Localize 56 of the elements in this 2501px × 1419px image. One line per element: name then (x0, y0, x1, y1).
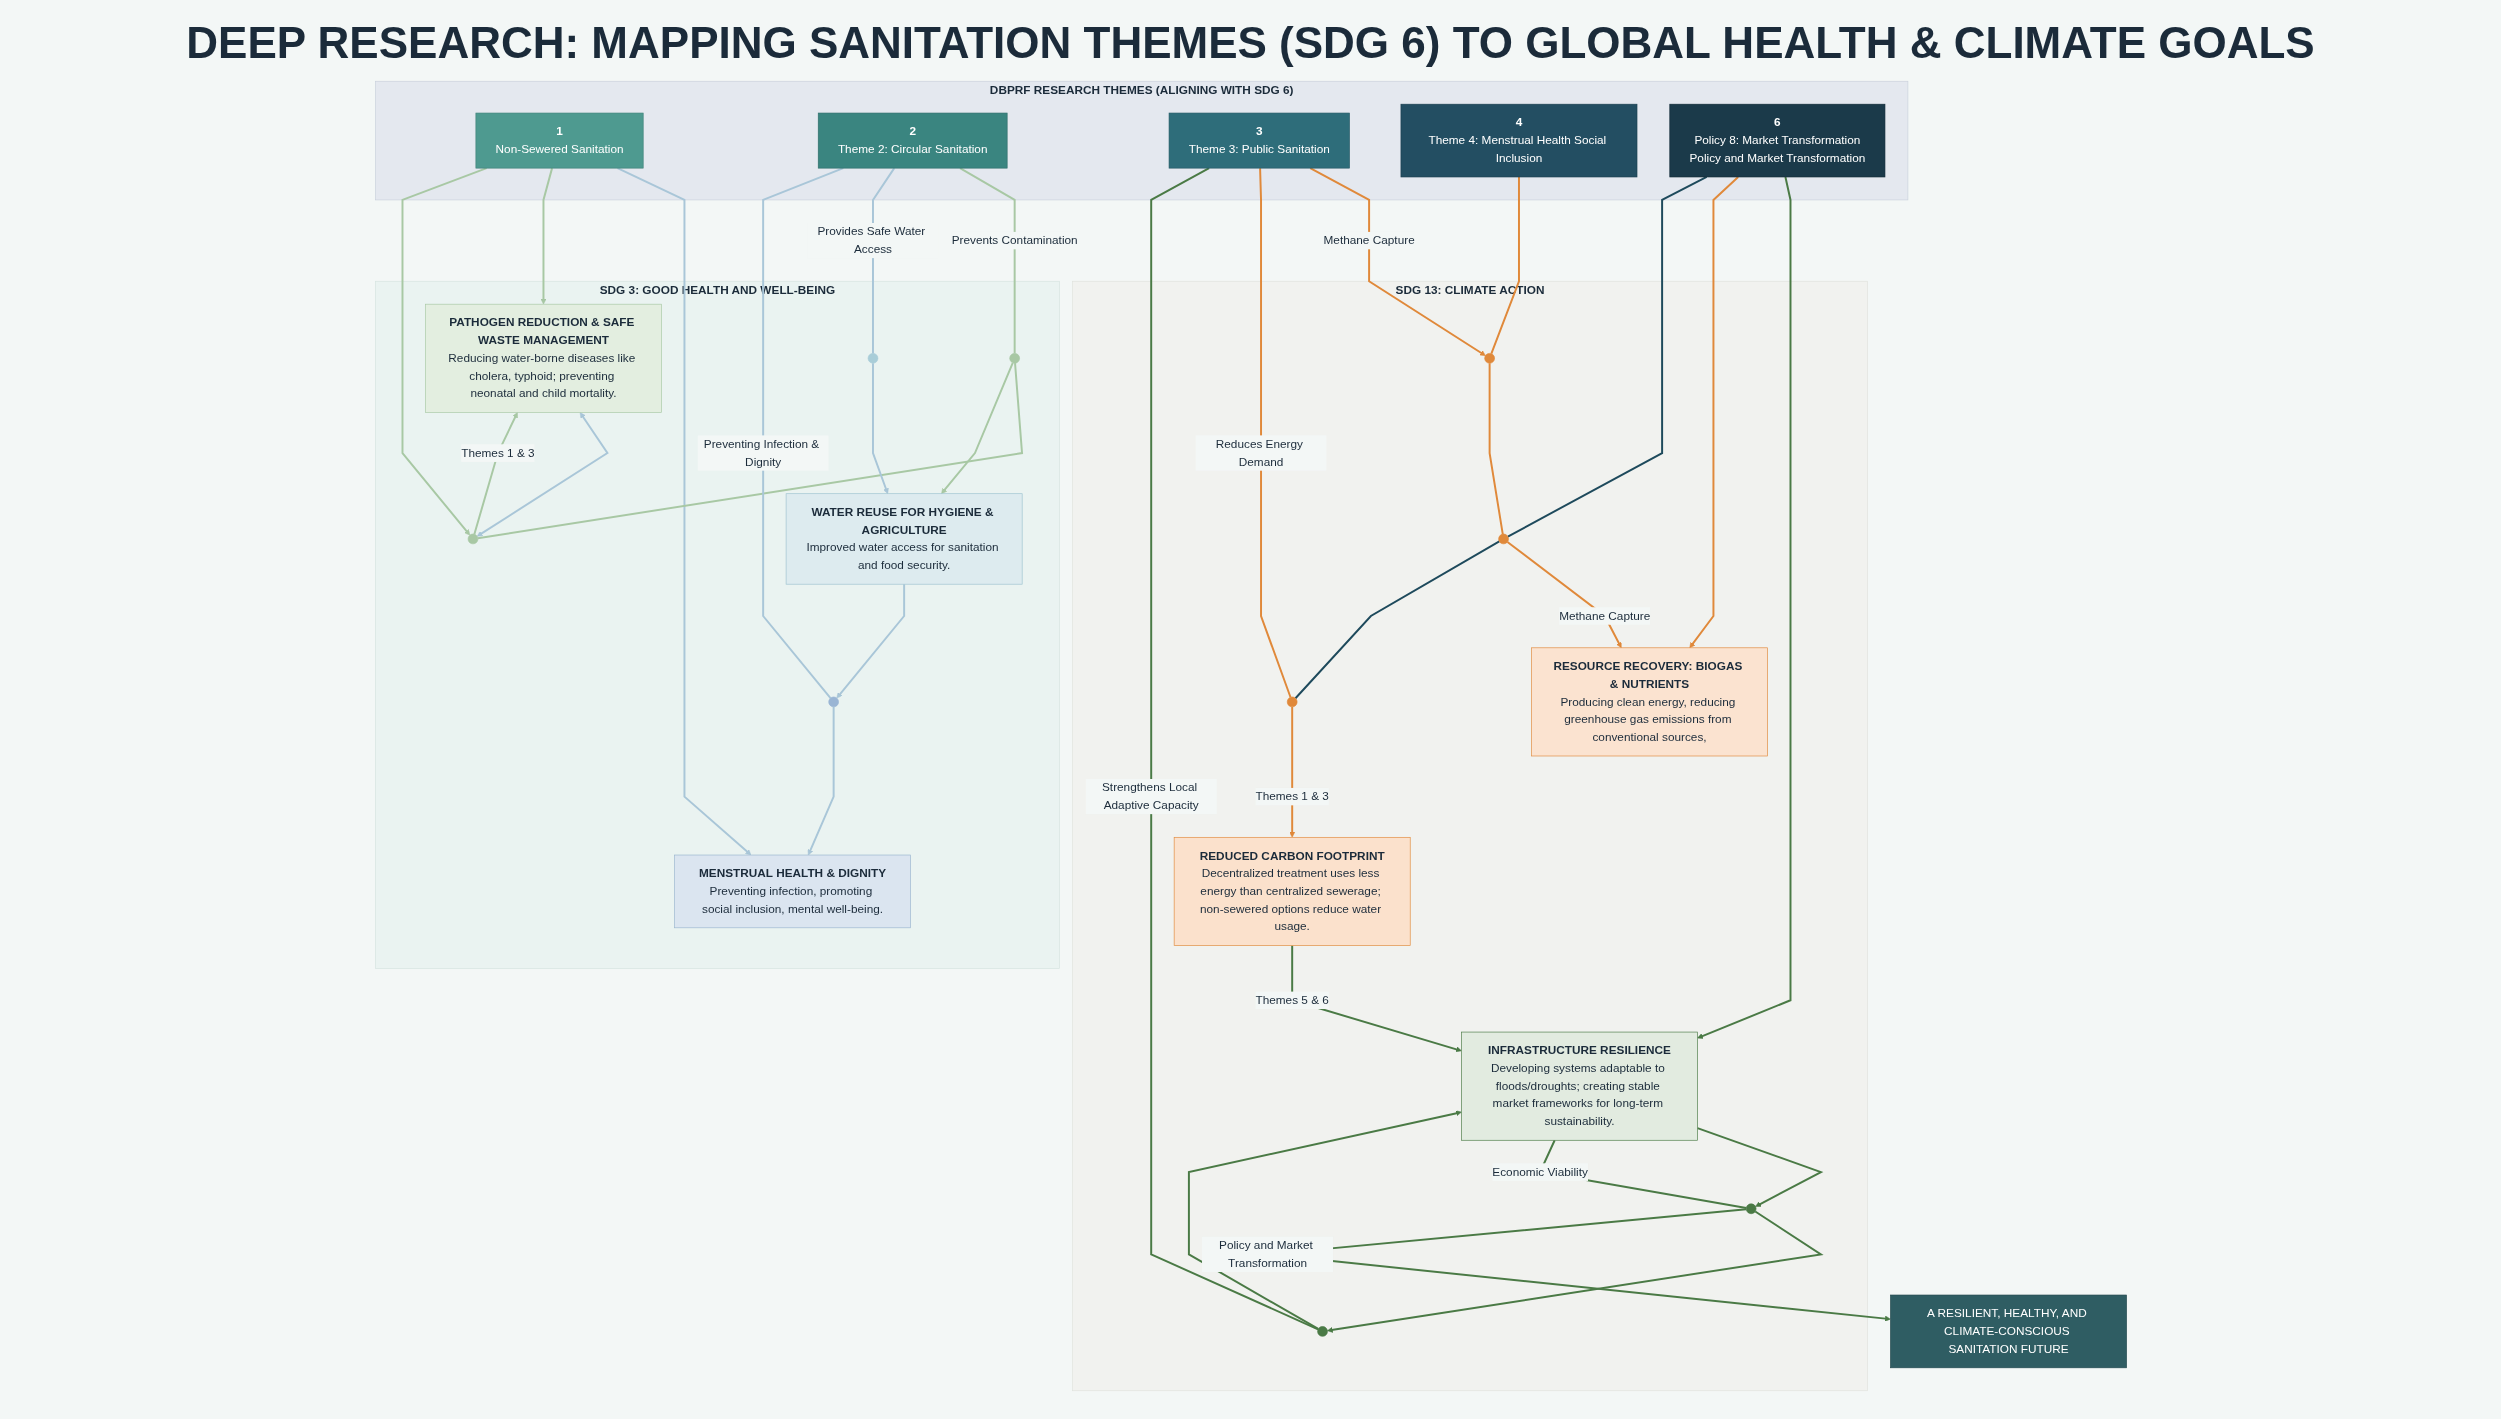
node-box: INFRASTRUCTURE RESILIENCE Developing systems adaptable to floods/droughts; creating stable market frameworks for long-term sustainability. (1460, 1031, 1698, 1141)
arrow (1326, 1210, 1824, 1333)
node-circle (1497, 533, 1509, 545)
arrow (1187, 1110, 1462, 1330)
node-box: 3 Theme 3: Public Sanitation (1168, 112, 1350, 169)
connector (958, 167, 1016, 355)
node-box: 2 Theme 2: Circular Sanitation (817, 112, 1007, 169)
edge-label: Provides Safe Water Access (816, 224, 925, 256)
node-box: 6 Policy 8: Market Transformation Policy and Market Transformation (1668, 103, 1885, 178)
node-box: MENSTRUAL HEALTH & DIGNITY Preventing infection, promoting social inclusion, mental well-being. (673, 854, 911, 929)
node-circle (827, 696, 839, 708)
node-circle (1316, 1326, 1328, 1337)
edge-label: Methane Capture (1323, 233, 1415, 247)
connector (1506, 176, 1708, 538)
arrow (616, 167, 751, 856)
arrow (1308, 167, 1486, 356)
arrow (1696, 1127, 1823, 1207)
connector (1489, 176, 1520, 355)
node-circle (1286, 696, 1297, 708)
edge-label: Themes 5 & 6 (1254, 993, 1329, 1007)
connector (476, 362, 1023, 540)
edge-label: Strengthens Local Adaptive Capacity (1101, 780, 1199, 812)
node-box: A RESILIENT, HEALTHY, AND CLIMATE-CONSCIOUS SANITATION FUTURE (1889, 1294, 2127, 1369)
node-circle (867, 353, 878, 364)
edge-label: Policy and Market Transformation (1218, 1238, 1313, 1270)
edge-label: Prevents Contamination (951, 233, 1078, 247)
arrow (940, 361, 1014, 494)
arrow (1696, 176, 1791, 1039)
node-box: PATHOGEN REDUCTION & SAFE WASTE MANAGEMENT Reducing water-borne diseases like cholera, typhoid; preventing neonatal and child mortality. (424, 303, 662, 413)
node-circle (1745, 1203, 1756, 1215)
connector (1258, 167, 1291, 699)
node-circle (467, 533, 478, 545)
node-box: REDUCED CARBON FOOTPRINT Decentralized treatment uses less energy than centralized sewerage; non-sewered options reduce water usage. (1173, 836, 1411, 946)
arrow (540, 167, 553, 305)
arrow (807, 705, 835, 856)
edge-label: Themes 1 & 3 (460, 446, 535, 460)
diagram-title: DEEP RESEARCH: MAPPING SANITATION THEMES (SDG 6) TO GLOBAL HEALTH & CLIMATE GOALS (186, 18, 2315, 68)
edge-label: Reduces Energy Demand (1215, 437, 1303, 469)
edge-label: Themes 1 & 3 (1254, 789, 1329, 803)
arrow (836, 583, 905, 699)
node-box: WATER REUSE FOR HYGIENE & AGRICULTURE Improved water access for sanitation and food security. (785, 493, 1022, 585)
arrow (1689, 176, 1739, 649)
arrow (871, 362, 889, 494)
connector (761, 167, 844, 700)
edge-label: Preventing Infection & Dignity (703, 437, 819, 469)
node-box: 1 Non-Sewered Sanitation (475, 112, 644, 169)
connector (1149, 167, 1319, 1331)
arrow (476, 412, 609, 537)
edge-label: Economic Viability (1491, 1165, 1588, 1179)
edge-label: Methane Capture (1558, 609, 1650, 623)
node-box: 4 Theme 4: Menstrual Health Social Inclusion (1400, 103, 1637, 178)
node-circle (1008, 353, 1020, 364)
node-box: RESOURCE RECOVERY: BIOGAS & NUTRIENTS Producing clean energy, reducing greenhouse gas emissions from conventional sources, (1530, 647, 1768, 757)
connector (1488, 362, 1504, 536)
node-circle (1483, 353, 1495, 364)
connector (1294, 540, 1500, 700)
